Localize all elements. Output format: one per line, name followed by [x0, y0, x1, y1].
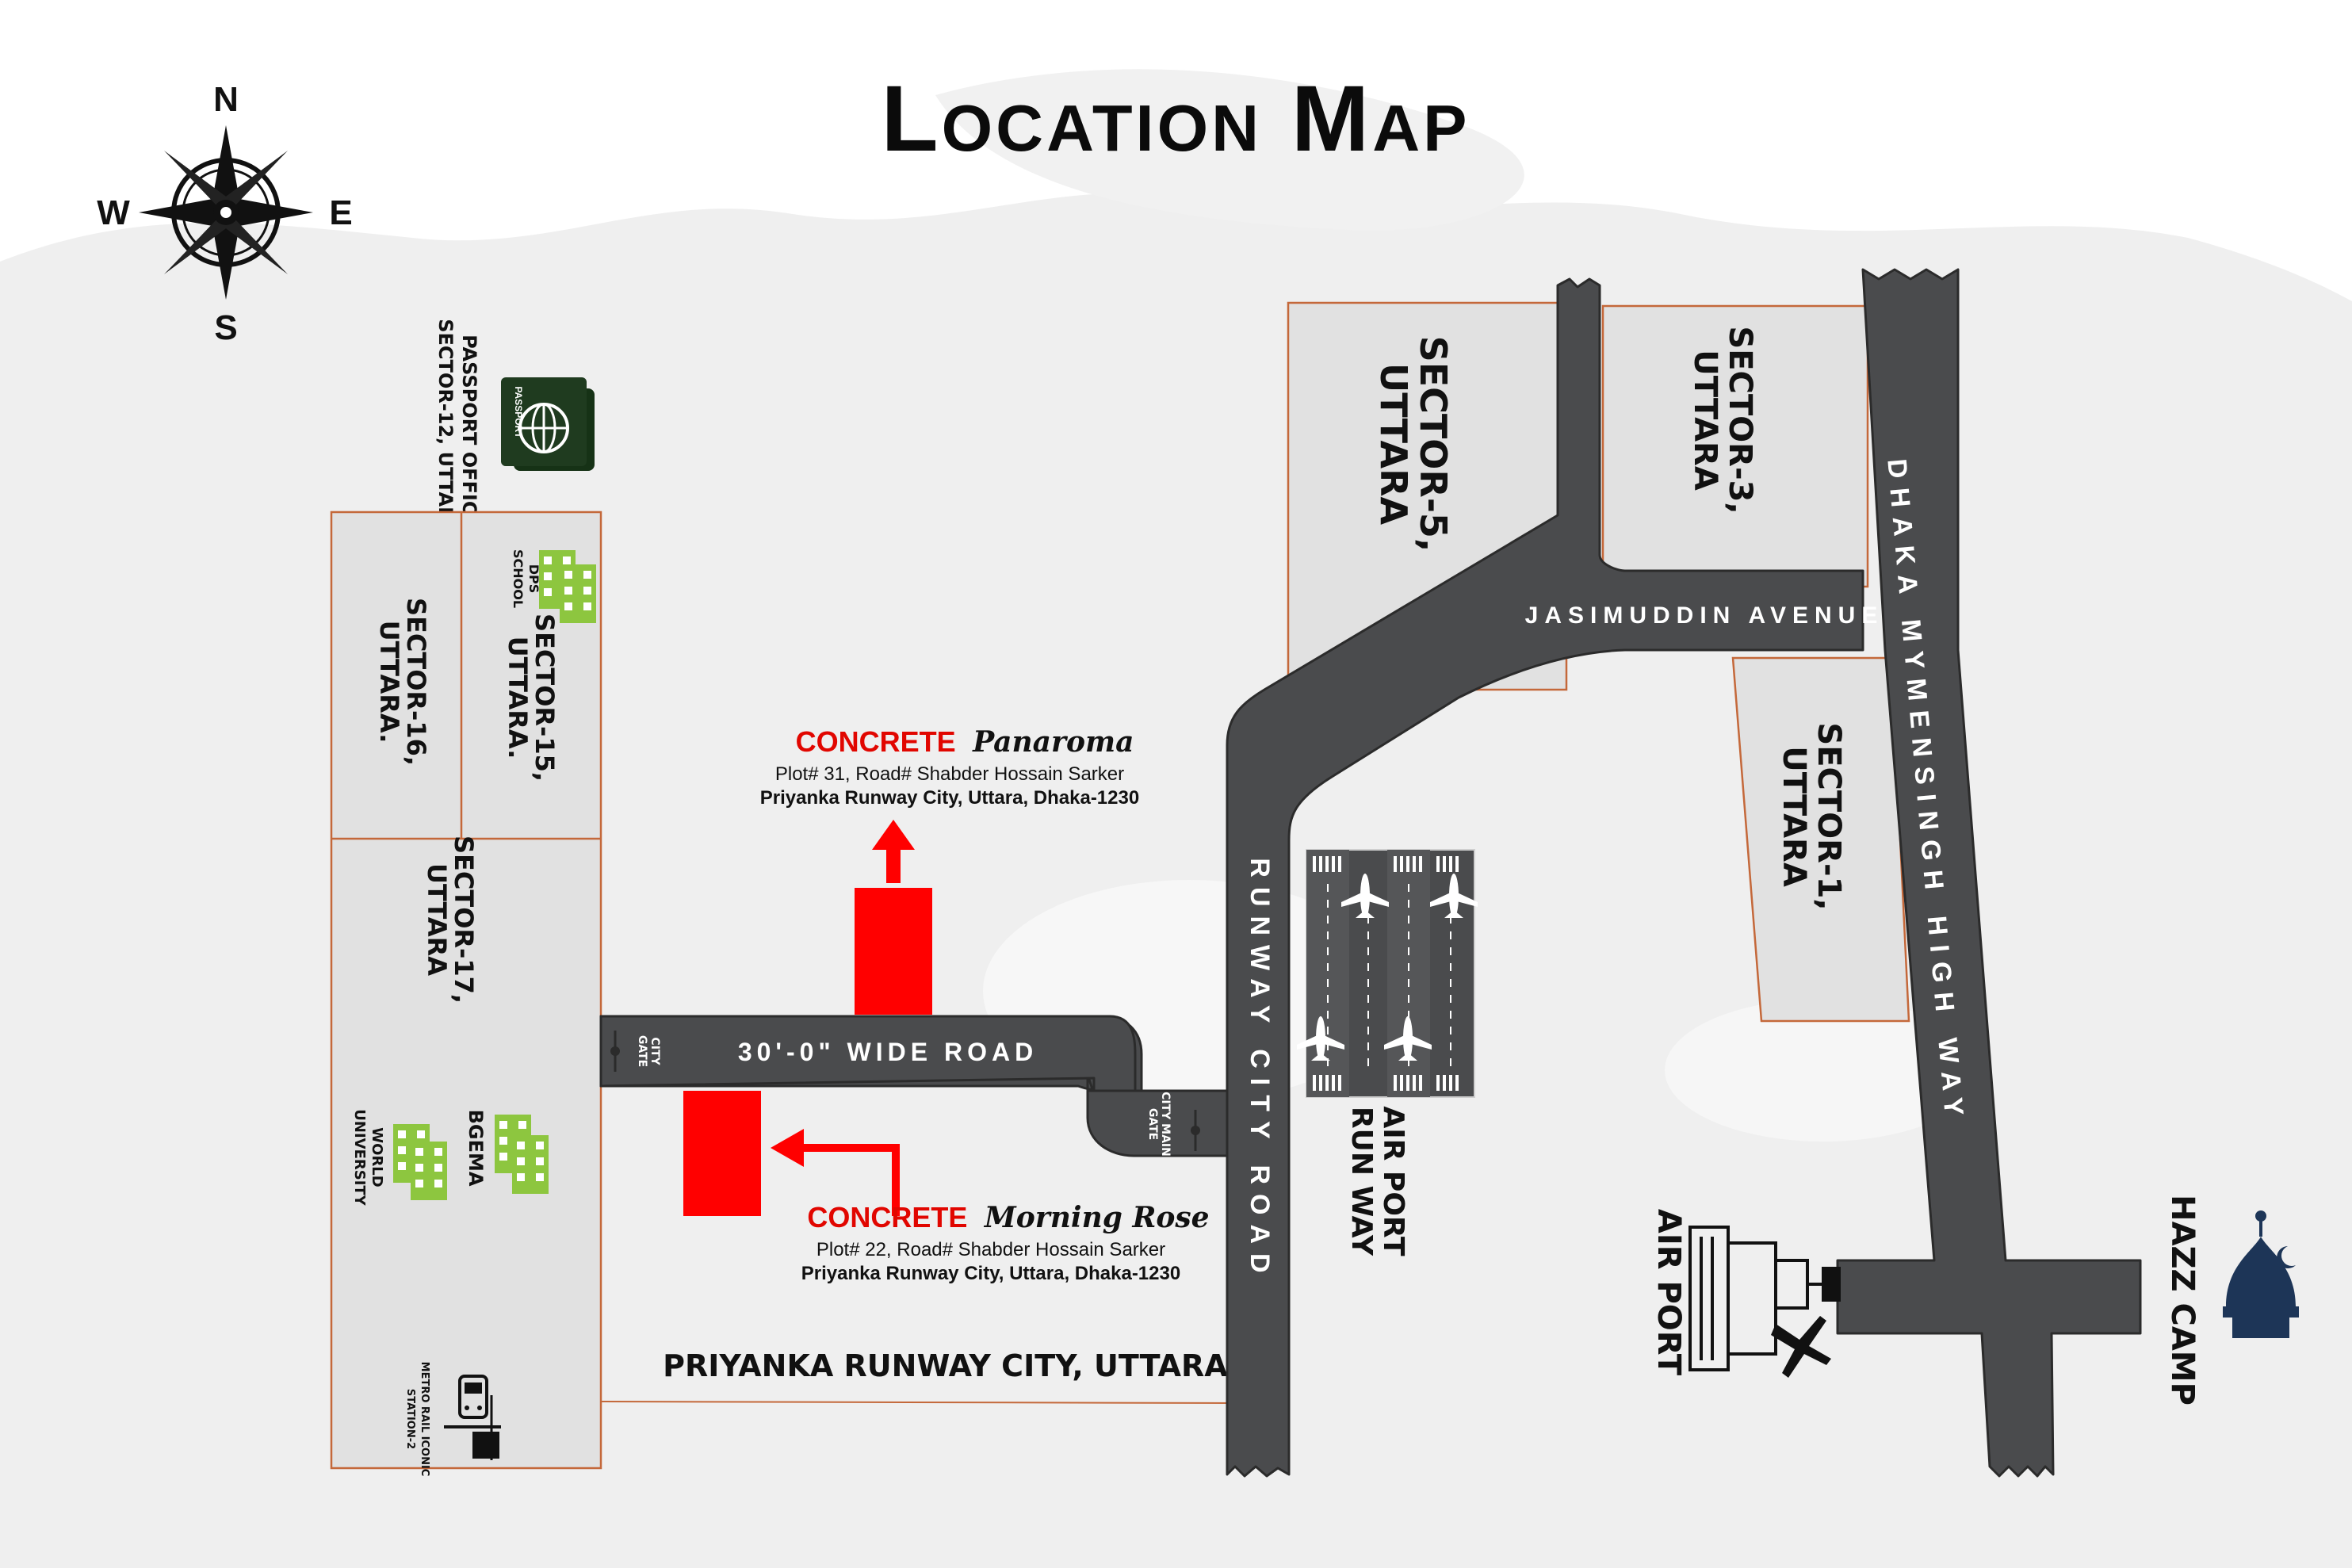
- sector-17-label: SECTOR-17,: [449, 836, 479, 1004]
- compass-icon: [139, 125, 313, 300]
- airport-runway-label-1: AIR PORT: [1377, 1106, 1409, 1256]
- panaroma-location-marker: [855, 820, 932, 1015]
- metro-station-label-1: METRO RAIL ICONIC: [419, 1362, 430, 1477]
- compass-north: N: [213, 80, 239, 119]
- airport-label: AIR PORT: [1650, 1209, 1687, 1376]
- airport-building-icon: [1688, 1226, 1841, 1371]
- passport-icon: [501, 377, 595, 471]
- sector-3-label: SECTOR-3,: [1722, 326, 1758, 514]
- passport-office-sector: SECTOR-12, UTTARA.: [434, 319, 457, 544]
- dps-school-label-2: SCHOOL: [511, 549, 526, 608]
- panaroma-brand: CONCRETE: [796, 725, 956, 758]
- sector-1-sub: UTTARA: [1776, 746, 1812, 887]
- road-network: [599, 268, 2142, 1478]
- left-sector-blocks: [330, 511, 602, 1470]
- city-main-gate-label-2: GATE: [1146, 1108, 1159, 1140]
- morning-rose-title: CONCRETE Morning Rose: [807, 1201, 1209, 1234]
- compass-west: W: [97, 193, 130, 232]
- mosque-icon: [2223, 1210, 2299, 1338]
- world-university-label-2: UNIVERSITY: [351, 1109, 368, 1206]
- panaroma-title: CONCRETE Panaroma: [796, 725, 1134, 759]
- morning-rose-address-2: Priyanka Runway City, Uttara, Dhaka-1230: [801, 1263, 1180, 1284]
- panaroma-name: Panaroma: [972, 725, 1134, 759]
- metro-rail-icon: [444, 1375, 501, 1460]
- sector-16-label: SECTOR-16,: [401, 598, 431, 766]
- sector-5-label: SECTOR-5,: [1412, 336, 1455, 553]
- compass-south: S: [214, 308, 237, 347]
- sector-17-sub: UTTARA: [422, 863, 452, 976]
- priyanka-area-label: PRIYANKA RUNWAY CITY, UTTARA.: [663, 1348, 1240, 1383]
- priyanka-city-area: [600, 1401, 1237, 1404]
- wide-road-label: 30'-0" WIDE ROAD: [738, 1038, 1038, 1066]
- airport-runway-label-2: RUN WAY: [1345, 1107, 1378, 1256]
- city-gate-label-1: CITY: [648, 1037, 661, 1065]
- sector-5-sub: UTTARA: [1372, 363, 1415, 526]
- sector-3-sub: UTTARA: [1687, 350, 1723, 491]
- world-university-label-1: WORLD: [369, 1127, 385, 1187]
- panaroma-address-1: Plot# 31, Road# Shabder Hossain Sarker: [775, 763, 1124, 785]
- passport-badge: PASSPORT: [513, 386, 524, 438]
- sector-16-sub: UTTARA.: [374, 621, 404, 744]
- hazz-camp-label: HAZZ CAMP: [2164, 1195, 2201, 1405]
- sector-1-label: SECTOR-1,: [1811, 722, 1847, 910]
- airplane-icon: [1771, 1316, 1831, 1378]
- morning-rose-brand: CONCRETE: [807, 1201, 967, 1233]
- morning-rose-address-1: Plot# 22, Road# Shabder Hossain Sarker: [817, 1239, 1165, 1260]
- morning-rose-location-marker: [683, 1091, 900, 1216]
- city-gate-label-2: GATE: [636, 1035, 648, 1067]
- runway-graphic: [1297, 849, 1478, 1098]
- morning-rose-name: Morning Rose: [983, 1201, 1210, 1234]
- city-main-gate-label-1: CITY MAIN: [1159, 1092, 1172, 1157]
- sector-15-sub: UTTARA.: [503, 637, 533, 759]
- dps-school-label-1: DPS: [526, 564, 541, 594]
- page-title: Location Map: [882, 67, 1470, 171]
- sector-15-label: SECTOR-15,: [530, 614, 560, 782]
- jasimuddin-avenue-label: JASIMUDDIN AVENUE: [1525, 602, 1884, 629]
- runway-city-road-label: RUNWAY CITY ROAD: [1245, 858, 1275, 1282]
- city-gate-icon: [610, 1031, 1200, 1151]
- bgema-label: BGEMA: [465, 1110, 487, 1187]
- panaroma-address-2: Priyanka Runway City, Uttara, Dhaka-1230: [760, 787, 1139, 809]
- passport-office-label: PASSPORT OFFICE: [458, 335, 480, 528]
- compass-east: E: [329, 193, 352, 232]
- metro-station-label-2: STATION-2: [404, 1389, 416, 1449]
